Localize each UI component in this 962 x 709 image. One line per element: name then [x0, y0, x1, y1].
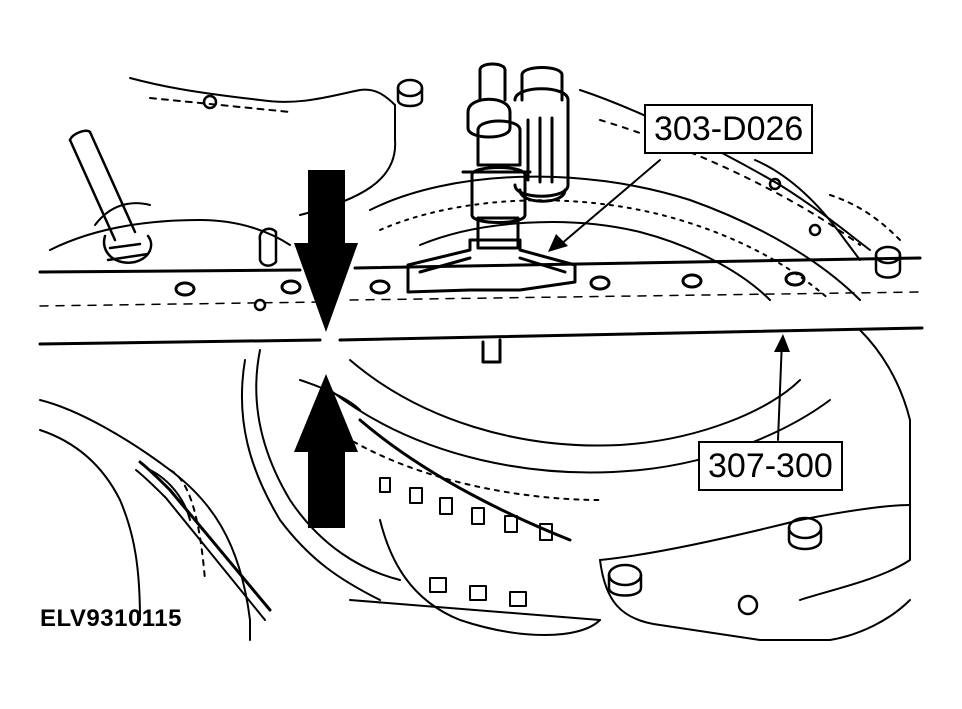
- figure-id: ELV9310115: [40, 605, 183, 632]
- leader-arrowheads: [548, 234, 790, 352]
- straightedge-307-300: [38, 256, 924, 364]
- measurement-arrows: [294, 170, 358, 528]
- callout-tool-303-D026: 303-D026: [644, 104, 814, 154]
- shift-rod: [68, 129, 278, 267]
- down-arrow: [294, 170, 358, 332]
- transmission-housing: [39, 77, 911, 641]
- callout-tool-307-300: 307-300: [698, 441, 843, 491]
- depth-gauge-303-D026: [406, 62, 577, 294]
- leader-lines: [559, 159, 783, 441]
- housing-bolts: [202, 78, 902, 616]
- up-arrow: [294, 374, 358, 528]
- clutch-teeth: [379, 477, 553, 607]
